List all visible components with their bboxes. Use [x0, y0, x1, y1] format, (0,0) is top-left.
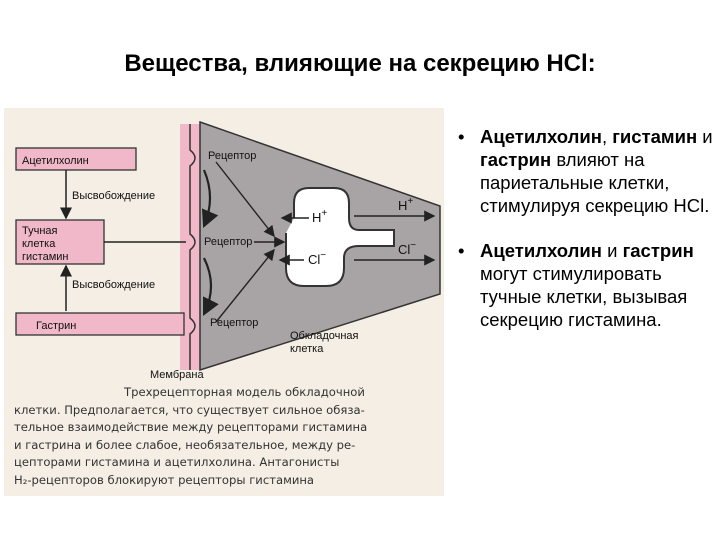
- bullet-bold-term: Ацетилхолин: [480, 126, 602, 147]
- bullet-bold-term: гистамин: [612, 126, 698, 147]
- caption-line: и гастрина и более слабое, необязательно…: [14, 437, 356, 452]
- h-in-label: H+: [312, 208, 327, 225]
- acetylcholine-box: [15, 147, 137, 171]
- canaliculus: [285, 187, 395, 287]
- bullet-text: ,: [601, 126, 613, 147]
- three-receptor-diagram: Ацетилхолин Тучная клетка гистамин Гастр…: [15, 120, 441, 381]
- caption-line: клетки. Предполагается, что существует с…: [14, 402, 365, 417]
- bullet-dot-icon: •: [458, 240, 465, 261]
- parietal-cell-label-1: Обкладочная: [290, 330, 359, 342]
- bullet-text: и: [601, 240, 623, 261]
- bullet-text: могут стимулировать тучные клетки, вызыв…: [480, 263, 688, 330]
- bullet-dot-icon: •: [458, 126, 465, 147]
- mast-cell-label-1: Тучная: [22, 225, 58, 237]
- interaction-arrow-2: [203, 257, 219, 316]
- gastrin-box: [15, 312, 185, 336]
- receptor-label-1: Рецептор: [208, 150, 256, 162]
- membrane-label: Мембрана: [150, 369, 204, 381]
- caption-line: Трехрецепторная модель обкладочной: [124, 385, 365, 399]
- parietal-cell-label-2: клетка: [290, 343, 324, 355]
- caption-line: цепторами гистамина и ацетилхолина. Анта…: [14, 455, 340, 469]
- release-label-2: Высвобождение: [72, 279, 155, 291]
- acetylcholine-label: Ацетилхолин: [22, 155, 89, 167]
- bullet-bold-term: Ацетилхолин: [480, 240, 602, 261]
- bullet-bold-term: гастрин: [622, 240, 694, 261]
- caption-line: H₂-рецепторов блокируют рецепторы гистам…: [14, 472, 315, 487]
- receptor-label-2: Рецептор: [204, 236, 252, 248]
- bullet-text: и: [697, 126, 713, 147]
- caption-line: тельное взаимодействие между рецепторами…: [14, 420, 368, 434]
- mast-cell-label-2: клетка: [22, 238, 56, 250]
- bullet-item: • Ацетилхолин, гистамин и гастрин влияют…: [452, 125, 716, 217]
- release-label-1: Высвобождение: [72, 190, 155, 202]
- membrane-outline: [189, 124, 196, 370]
- figure-caption: Трехрецепторная модель обкладочной клетк…: [14, 384, 440, 489]
- bullet-item: • Ацетилхолин и гастрин могут стимулиров…: [452, 239, 716, 331]
- gastrin-label: Гастрин: [36, 320, 76, 332]
- receptor-arrow-3: [215, 248, 275, 323]
- membrane-band: [180, 124, 200, 370]
- mast-cell-label-3: гистамин: [22, 251, 68, 263]
- receptor-arrow-1: [215, 161, 275, 238]
- bullet-text: влияют на париетальные клетки, стимулиру…: [480, 149, 710, 216]
- cl-in-label: Cl−: [308, 250, 326, 267]
- interaction-arrow-1: [201, 169, 219, 229]
- cl-out-label: Cl−: [398, 240, 416, 257]
- bullet-bold-term: гастрин: [480, 149, 552, 170]
- slide-title: Вещества, влияющие на секрецию HCl:: [124, 50, 596, 77]
- receptor-label-3: Рецептор: [210, 317, 258, 329]
- bullet-list: • Ацетилхолин, гистамин и гастрин влияют…: [452, 125, 716, 353]
- parietal-cell-figure: Ацетилхолин Тучная клетка гистамин Гастр…: [4, 108, 444, 496]
- h-out-label: H+: [398, 196, 413, 213]
